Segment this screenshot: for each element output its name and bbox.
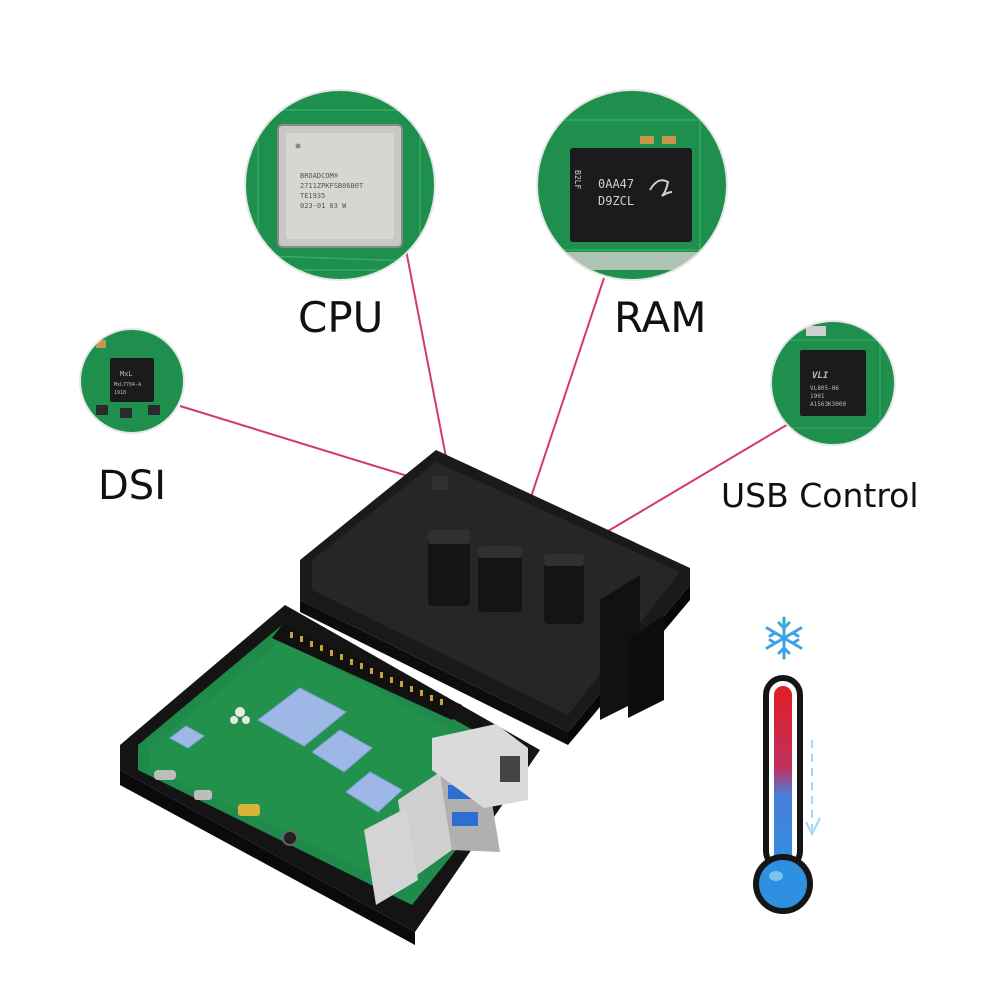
raspberry-logo bbox=[230, 707, 250, 724]
ethernet-port bbox=[432, 724, 528, 808]
cpu-label: CPU bbox=[298, 293, 384, 342]
thermometer-icon bbox=[753, 675, 821, 914]
dsi-magnifier: MxL MxL7704-A 1918 bbox=[79, 328, 185, 434]
usb-chip-text-3: A1563K3000 bbox=[810, 401, 847, 408]
snowflake-icon bbox=[765, 616, 803, 660]
ram-label: RAM bbox=[614, 293, 707, 342]
usb-control-label: USB Control bbox=[721, 476, 919, 515]
usb-chip-text-1: VL805-06 bbox=[810, 385, 839, 392]
cooling-arrow bbox=[805, 740, 821, 837]
micron-logo-icon bbox=[649, 179, 673, 197]
ram-chip-text-2: D9ZCL bbox=[598, 194, 634, 208]
gpio-header bbox=[272, 625, 462, 720]
thermal-pads bbox=[169, 687, 403, 813]
case-lid bbox=[300, 450, 690, 745]
ram-magnifier: 0AA47 D9ZCL B2LF bbox=[536, 89, 728, 281]
thermal-posts bbox=[428, 476, 584, 624]
ram-chip-text-1: 0AA47 bbox=[598, 177, 634, 191]
dsi-chip-text-3: 1918 bbox=[114, 390, 126, 396]
dsi-chip-text-2: MxL7704-A bbox=[114, 382, 141, 388]
usb-ports bbox=[364, 772, 500, 905]
usb-chip-text-2: 1901 bbox=[810, 393, 825, 400]
usb-magnifier: VLI VL805-06 1901 A1563K3000 bbox=[770, 320, 896, 446]
vli-logo-text: VLI bbox=[812, 371, 829, 381]
cpu-magnifier: BROADCOM® 2711ZPKFSB06B0T TE1935 023-01 … bbox=[244, 89, 436, 281]
cpu-chip-text-3: TE1935 bbox=[300, 192, 325, 200]
leader-line-dsi bbox=[179, 405, 441, 487]
cpu-chip-text-2: 2711ZPKFSB06B0T bbox=[300, 182, 364, 190]
side-connectors bbox=[154, 770, 298, 846]
case-base bbox=[120, 605, 540, 945]
dsi-label: DSI bbox=[98, 463, 166, 509]
ram-chip-side-text: B2LF bbox=[573, 170, 582, 189]
dsi-chip-text-1: MxL bbox=[120, 370, 133, 378]
cpu-chip-text-1: BROADCOM® bbox=[300, 172, 339, 180]
cpu-chip-text-4: 023-01 03 W bbox=[300, 202, 347, 210]
